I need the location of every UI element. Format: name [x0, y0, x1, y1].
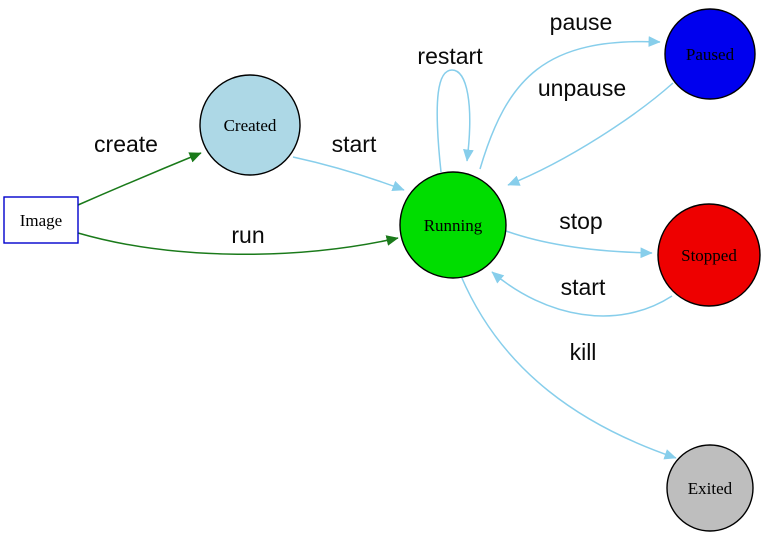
- node-exited: [666, 444, 754, 532]
- edge-label-kill: kill: [570, 339, 597, 365]
- edge-label-restart: restart: [417, 43, 483, 69]
- edge-label-run: run: [231, 222, 264, 248]
- edge-kill: [460, 275, 677, 460]
- node-created: [199, 74, 301, 176]
- node-label-exited: Exited: [688, 479, 733, 498]
- edge-create: [77, 152, 202, 206]
- edge-pause: [479, 36, 661, 170]
- node-label-image: Image: [20, 211, 62, 230]
- node-label-paused: Paused: [686, 45, 735, 64]
- edge-restart-self-loop: [436, 69, 474, 173]
- edge-run: [77, 232, 399, 256]
- edge-stop: [505, 230, 653, 259]
- edge-label-create: create: [94, 131, 158, 157]
- node-running: [399, 171, 507, 279]
- node-paused: [664, 8, 756, 100]
- edge-start-stopped-running: [491, 271, 673, 317]
- edge-unpause: [507, 82, 674, 186]
- node-label-created: Created: [224, 116, 277, 135]
- edge-label-pause: pause: [550, 9, 613, 35]
- edge-label-start-stopped: start: [561, 274, 606, 300]
- node-label-running: Running: [424, 216, 483, 235]
- node-label-stopped: Stopped: [681, 246, 737, 265]
- edge-label-unpause: unpause: [538, 75, 626, 101]
- node-stopped: [657, 203, 761, 307]
- edge-label-stop: stop: [559, 208, 602, 234]
- edge-label-start-created: start: [332, 131, 377, 157]
- node-image: [3, 196, 79, 244]
- edge-start-created-running: [292, 156, 405, 192]
